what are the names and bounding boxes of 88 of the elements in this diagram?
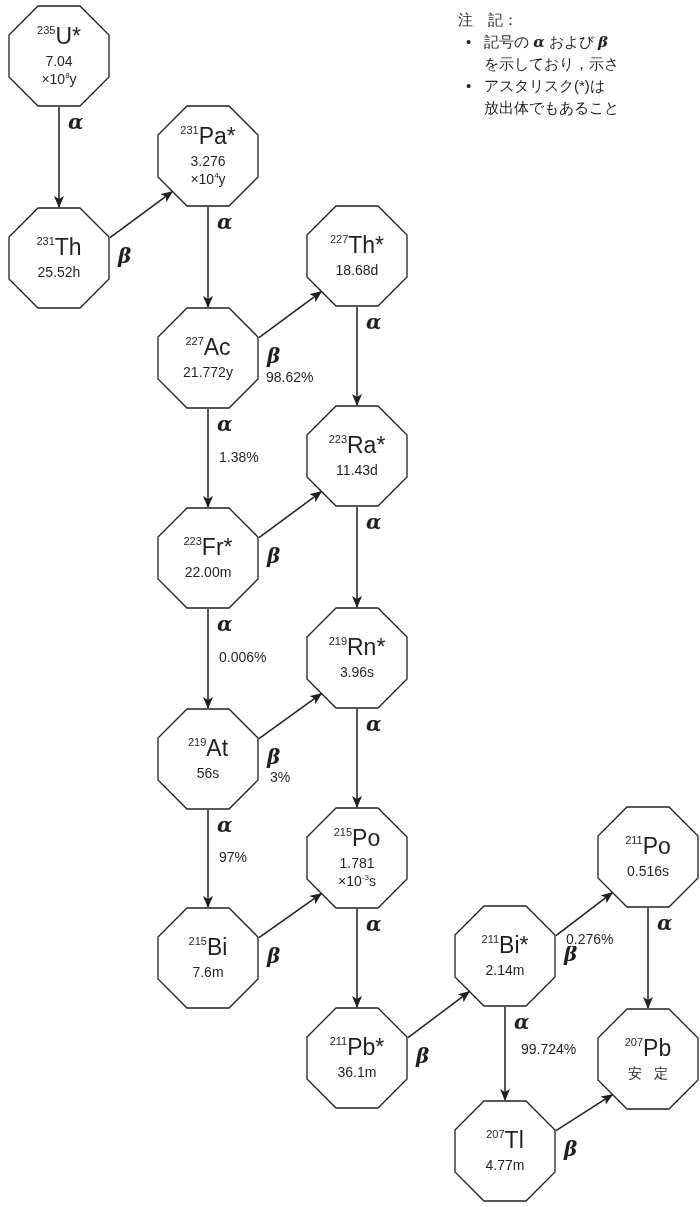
note-text: を示しており，示さ	[484, 54, 619, 74]
arrow	[555, 891, 614, 937]
nuclide-symbol: $^{223}$Ra*	[328, 432, 386, 458]
edge-label: β	[267, 545, 281, 566]
arrow	[500, 1006, 510, 1101]
branch-percentage: 3%	[270, 770, 291, 784]
octagon-node	[306, 807, 408, 909]
half-life-text: 25.52h	[37, 263, 81, 282]
arrow	[352, 708, 362, 808]
nuclide-symbol: $^{215}$Bi	[188, 934, 228, 960]
half-life-text: 1.781 ×10$^{-3}$s	[337, 855, 377, 891]
octagon-node	[8, 207, 110, 309]
octagon-node	[306, 1007, 408, 1109]
arrow	[258, 892, 323, 939]
nuclide-symbol: $^{231}$Th	[36, 234, 82, 260]
octagon-node	[157, 708, 259, 810]
arrow	[109, 190, 174, 239]
arrow	[352, 306, 362, 406]
octagon-node	[157, 307, 259, 409]
half-life-text: 7.04 ×10$^{8}$y	[40, 53, 78, 89]
arrow	[203, 206, 213, 308]
nuclide-symbol: $^{215}$Po	[333, 825, 381, 852]
half-life-text: 56s	[196, 764, 220, 783]
nuclide-symbol: $^{227}$Th*	[329, 232, 385, 258]
nuclide-symbol: $^{235}$U*	[37, 23, 81, 50]
half-life-text: 21.772y	[183, 363, 233, 382]
note-text: 放出体でもあること	[484, 98, 619, 118]
note-heading: 注 記：	[458, 10, 518, 30]
arrow	[258, 692, 323, 740]
nuclide-symbol: $^{219}$At	[187, 735, 229, 761]
nuclide-symbol: $^{207}$Pb	[624, 1035, 672, 1061]
octagon-node	[157, 907, 259, 1009]
nuclide-symbol: $^{211}$Pb*	[329, 1034, 385, 1060]
octagon-node	[8, 5, 110, 107]
octagon-node	[306, 607, 408, 709]
half-life-text: 18.68d	[335, 261, 379, 280]
arrow	[258, 290, 323, 339]
bullet-marker: •	[466, 76, 472, 96]
octagon-node	[597, 806, 699, 908]
arrow	[203, 608, 213, 709]
arrow	[352, 908, 362, 1008]
half-life-text: 3.276 ×10$^{4}$y	[189, 153, 227, 189]
half-life-text: 11.43d	[336, 461, 378, 480]
half-life-text: 22.00m	[184, 563, 232, 582]
octagon-node	[306, 205, 408, 307]
half-life-text: 安定	[626, 1064, 681, 1083]
note-text: アスタリスク(*)は	[484, 76, 605, 96]
edge-label: β	[416, 1045, 430, 1066]
half-life-text: 2.14m	[485, 961, 525, 980]
nuclide-symbol: $^{219}$Rn*	[328, 634, 386, 660]
branch-percentage: 1.38%	[219, 450, 259, 464]
branch-percentage: 98.62%	[266, 370, 314, 384]
edge-label: β	[118, 245, 132, 266]
branch-percentage: 97%	[219, 850, 248, 864]
edge-label: β	[564, 1138, 578, 1159]
nuclide-symbol: $^{223}$Fr*	[183, 534, 233, 560]
half-life-text: 36.1m	[337, 1063, 377, 1082]
octagon-node	[454, 905, 556, 1007]
arrow	[555, 1093, 614, 1132]
arrow	[407, 990, 471, 1039]
octagon-node	[597, 1008, 699, 1110]
half-life-text: 7.6m	[192, 963, 224, 982]
octagon-node	[157, 507, 259, 609]
note-text: 記号の α および β	[484, 32, 609, 53]
branch-percentage: 0.276%	[566, 932, 614, 946]
nuclide-symbol: $^{211}$Po	[625, 833, 671, 859]
half-life-text: 3.96s	[339, 663, 375, 682]
edge-label: β	[267, 345, 281, 366]
octagon-node	[454, 1100, 556, 1202]
edge-label: β	[267, 945, 281, 966]
branch-percentage: 0.006%	[219, 650, 267, 664]
nuclide-symbol: $^{211}$Bi*	[481, 932, 529, 958]
arrow	[258, 490, 323, 539]
half-life-text: 0.516s	[626, 862, 669, 881]
arrow	[643, 907, 653, 1009]
edge-label: β	[267, 746, 281, 767]
arrow	[54, 106, 64, 208]
nuclide-symbol: $^{207}$Tl	[486, 1127, 524, 1153]
half-life-text: 4.77m	[485, 1156, 525, 1175]
octagon-node	[157, 105, 259, 207]
branch-percentage: 99.724%	[521, 1042, 577, 1056]
bullet-marker: •	[466, 32, 472, 52]
nuclide-symbol: $^{227}$Ac	[185, 334, 231, 360]
arrow	[203, 809, 213, 908]
arrow	[352, 506, 362, 608]
arrow	[203, 408, 213, 508]
octagon-node	[306, 405, 408, 507]
nuclide-symbol: $^{231}$Pa*	[180, 123, 236, 150]
